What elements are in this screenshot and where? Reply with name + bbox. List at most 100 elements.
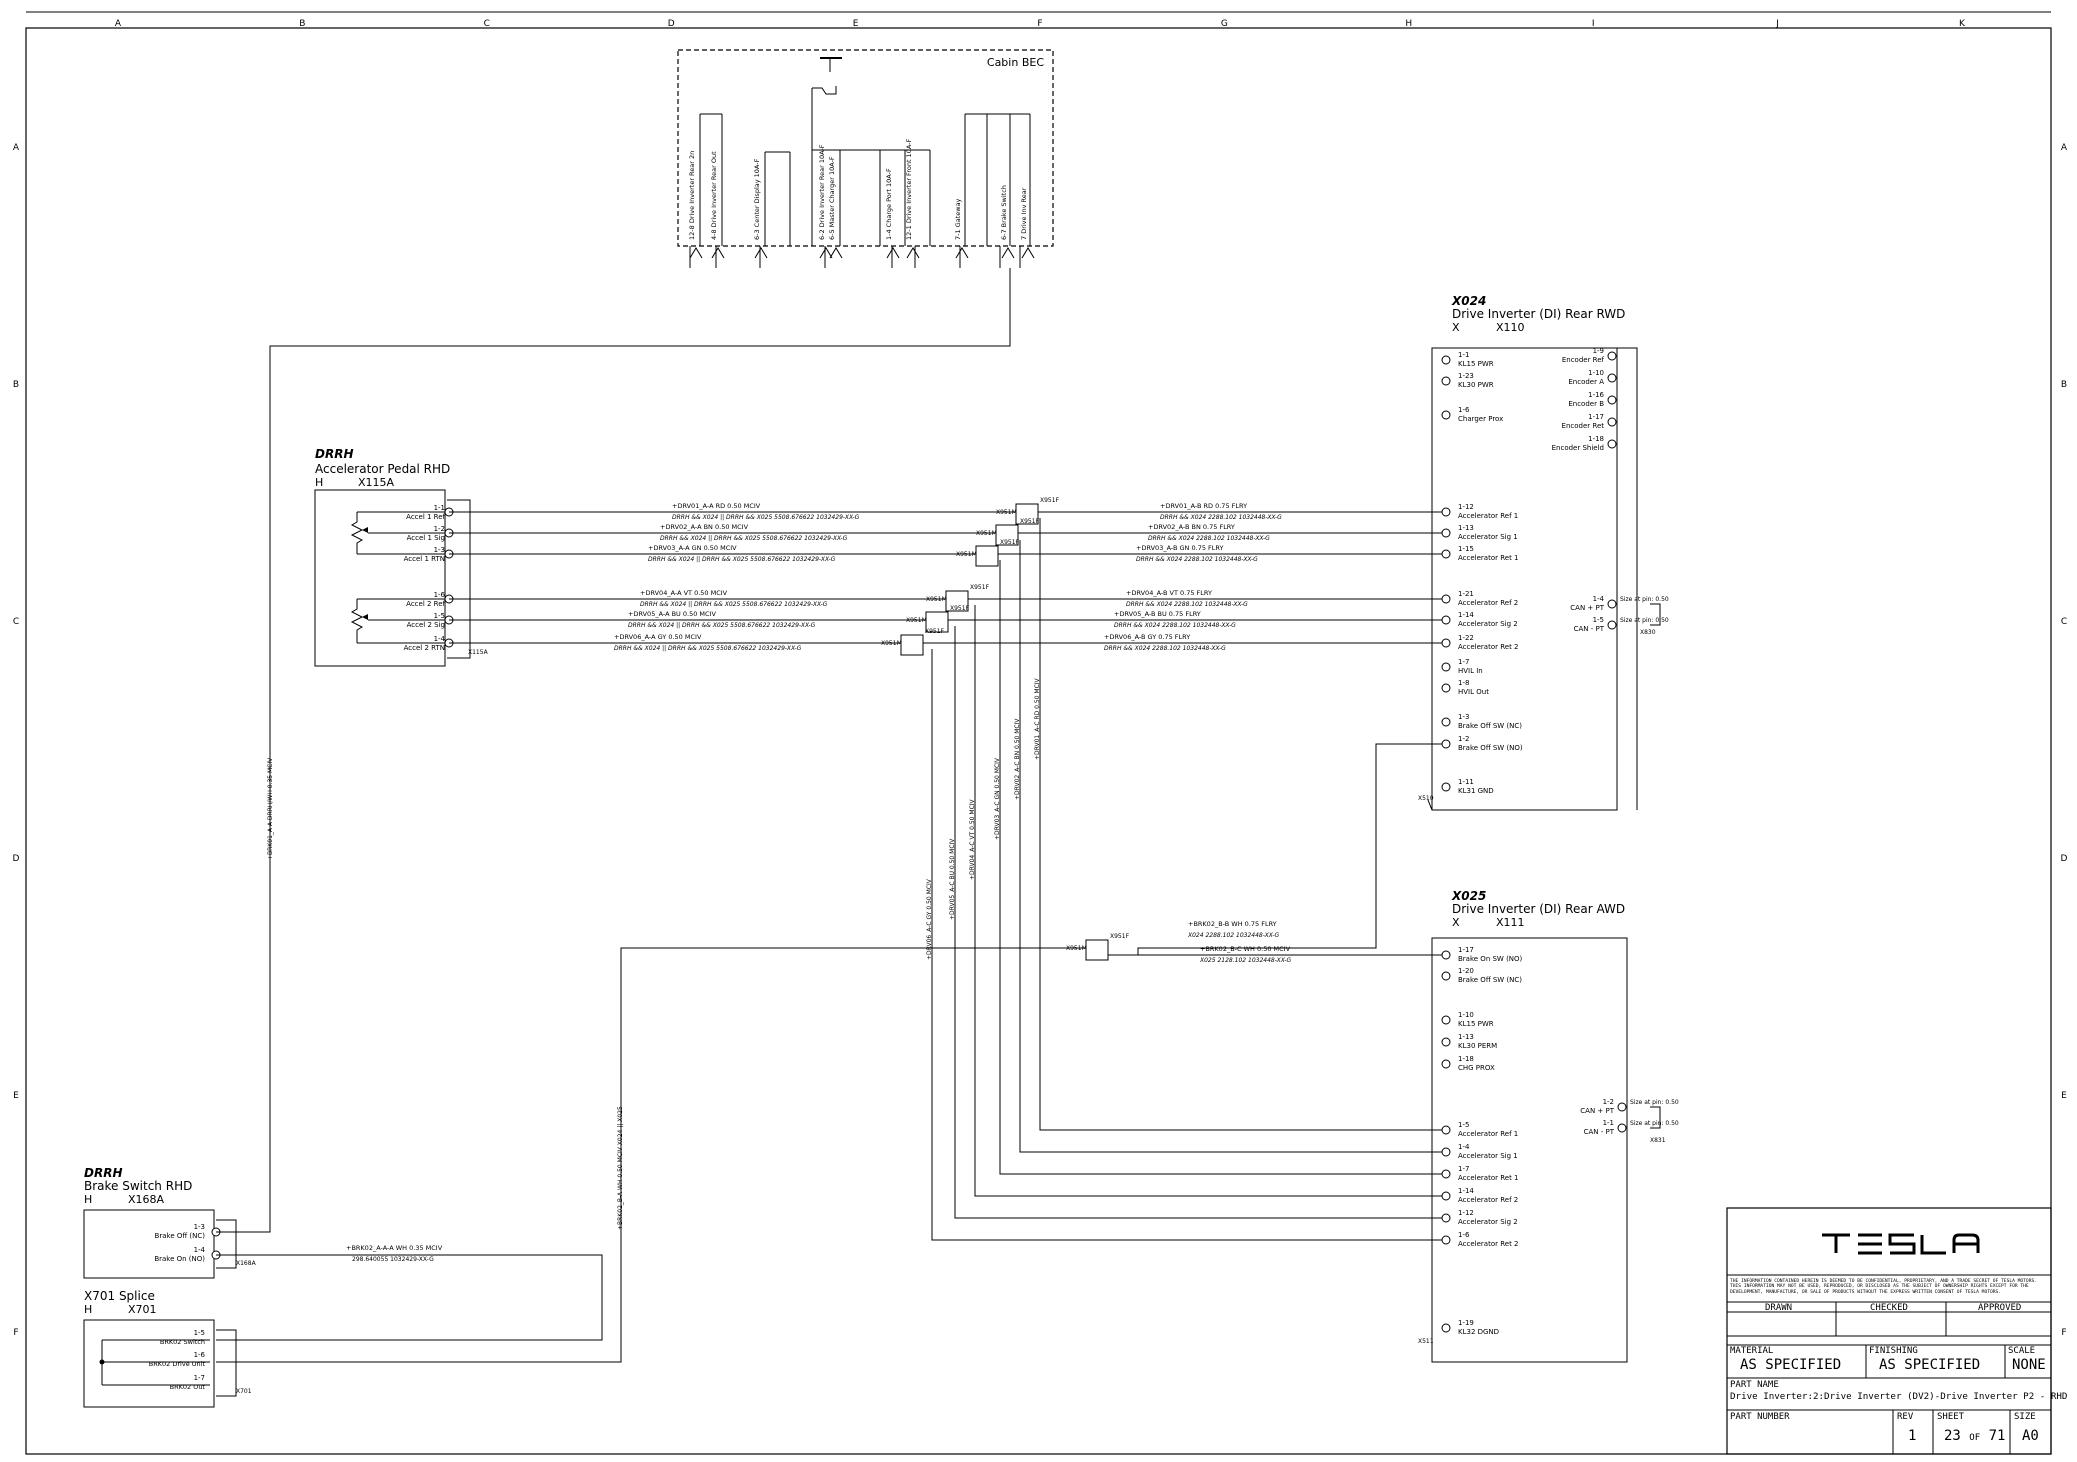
x024-can-note: Size at pin: 0.50 bbox=[1620, 596, 1669, 603]
splice-pin-label: BRK02 Drive Unit bbox=[149, 1360, 206, 1368]
vwire-brk01: +BRK01_A-A DRRH/WH 0.35 MCIV bbox=[267, 757, 274, 860]
x024-pin-label: KL31 GND bbox=[1458, 787, 1494, 795]
inline-connector bbox=[975, 545, 999, 567]
inline-connectors: X951FX951MX951FX951MX951FX951MX951FX951M… bbox=[881, 497, 1130, 961]
x024-can-note: Size at pin: 0.50 bbox=[1620, 617, 1669, 624]
brake-pin-label: Brake Off (NC) bbox=[155, 1232, 206, 1240]
x025-pin-number: 1-20 bbox=[1458, 967, 1474, 975]
x024-can-number: 1-5 bbox=[1593, 616, 1604, 624]
vertical-wire-labels: +BRK01_A-A DRRH/WH 0.35 MCIV +BRK02_B-A … bbox=[267, 757, 624, 1230]
x025-name: Drive Inverter (DI) Rear AWD bbox=[1452, 902, 1625, 916]
wires bbox=[216, 246, 1661, 1363]
brake-code-h: H bbox=[84, 1193, 92, 1206]
wire-left-id: +DRV02_A-A BN 0.50 MCIV bbox=[660, 523, 749, 531]
x024-can-label: CAN - PT bbox=[1574, 625, 1605, 633]
wire-left-spec: DRRH && X024 || DRRH && X025 5508.676622… bbox=[660, 535, 848, 542]
wire-brk-aa: +BRK02_A-A-A WH 0.35 MCIV bbox=[346, 1244, 443, 1252]
row-label: C bbox=[13, 617, 19, 627]
x024-code: X110 bbox=[1496, 321, 1525, 334]
tb-scale: NONE bbox=[2012, 1357, 2046, 1373]
x025-pin-number: 1-18 bbox=[1458, 1055, 1474, 1063]
wire-right-id: +DRV06_A-B GY 0.75 FLRY bbox=[1104, 633, 1190, 641]
x024-pin-label: Accelerator Ret 2 bbox=[1458, 643, 1519, 651]
x025-pin-number: 1-4 bbox=[1458, 1143, 1470, 1151]
connector-label-m: X951M bbox=[906, 617, 927, 624]
row-label: C bbox=[2061, 617, 2067, 627]
wire-brk-aa-spec: 298.640055 1032429-XX-G bbox=[352, 1256, 434, 1263]
column-label: K bbox=[1959, 19, 1966, 29]
x024-pin-label: Accelerator Sig 1 bbox=[1458, 533, 1518, 541]
pin-terminal bbox=[1607, 373, 1617, 383]
accel-pin-number: 1-3 bbox=[434, 546, 445, 554]
accel-pin-label: Accel 1 RTN bbox=[404, 555, 445, 563]
connector-label-f: X951F bbox=[970, 584, 990, 591]
x024-pin-label: Accelerator Sig 2 bbox=[1458, 620, 1518, 628]
row-label: B bbox=[2061, 380, 2067, 390]
inline-connector bbox=[1015, 503, 1039, 525]
pin-terminal bbox=[1617, 1123, 1627, 1133]
x024-pin-number: 1-12 bbox=[1458, 503, 1474, 511]
row-label: A bbox=[13, 143, 20, 153]
column-label: B bbox=[299, 19, 305, 29]
inline-connector bbox=[925, 611, 949, 633]
pin-terminal bbox=[1441, 615, 1451, 625]
x024-pin-label: Encoder Ref bbox=[1562, 356, 1605, 364]
pin-terminal bbox=[1441, 507, 1451, 517]
x024-pin-label: Brake Off SW (NO) bbox=[1458, 744, 1523, 752]
x024-pin-label: Charger Prox bbox=[1458, 415, 1503, 423]
pin-terminal bbox=[1617, 1102, 1627, 1112]
pin-terminal bbox=[1441, 1235, 1451, 1245]
connector-label-f: X951F bbox=[1020, 518, 1040, 525]
pin-terminal bbox=[1441, 950, 1451, 960]
x025-pin-label: Accelerator Sig 2 bbox=[1458, 1218, 1518, 1226]
wire-branch-label: +DRV02_A-C BN 0.50 MCIV bbox=[1014, 718, 1021, 800]
x024-gnd-ref: X510 bbox=[1418, 795, 1434, 802]
brake-tag: DRRH bbox=[84, 1166, 122, 1180]
x024-pin-label: Accelerator Ret 1 bbox=[1458, 554, 1519, 562]
pin-terminal bbox=[1607, 417, 1617, 427]
x024-pin-label: KL15 PWR bbox=[1458, 360, 1494, 368]
column-label: J bbox=[1775, 19, 1779, 29]
tb-sheet-total: 71 bbox=[1988, 1428, 2006, 1444]
tesla-logo bbox=[1822, 1233, 1980, 1255]
splice-pin-number: 1-5 bbox=[194, 1329, 205, 1337]
tb-part-number-label: PART NUMBER bbox=[1730, 1412, 1790, 1422]
x025-pin-label: Accelerator Ref 2 bbox=[1458, 1196, 1518, 1204]
x024-pin-number: 1-14 bbox=[1458, 611, 1474, 619]
accel-pin-number: 1-4 bbox=[434, 635, 446, 643]
tb-part-name: Drive Inverter:2:Drive Inverter (DV2)-Dr… bbox=[1730, 1391, 2068, 1402]
splice-pin-label: BRK02 Out bbox=[170, 1383, 206, 1391]
accel-pin-label: Accel 2 RTN bbox=[404, 644, 445, 652]
pin-terminal bbox=[1607, 599, 1617, 609]
x025-can-note: Size at pin: 0.50 bbox=[1630, 1120, 1679, 1127]
fuse-arrow bbox=[711, 247, 725, 259]
x024-can-label: CAN + PT bbox=[1570, 604, 1604, 612]
pin-terminal bbox=[1607, 351, 1617, 361]
column-label: F bbox=[1037, 19, 1042, 29]
connector-label-m: X951M bbox=[926, 596, 947, 603]
sheet-border bbox=[25, 27, 2052, 1455]
tb-approved-label: APPROVED bbox=[1978, 1303, 2022, 1313]
wire-right-id: +DRV01_A-B RD 0.75 FLRY bbox=[1160, 502, 1247, 510]
tb-sheet-num: 23 bbox=[1944, 1428, 1961, 1444]
pin-terminal bbox=[1441, 594, 1451, 604]
pin-terminal bbox=[1607, 439, 1617, 449]
x025-gnd-ref: X511 bbox=[1418, 1338, 1434, 1345]
wire-right-spec: DRRH && X024 2288.102 1032448-XX-G bbox=[1160, 514, 1282, 521]
x025-pin-number: 1-5 bbox=[1458, 1121, 1469, 1129]
x024-pin-label: Encoder Ret bbox=[1562, 422, 1605, 430]
x025-can-number: 1-2 bbox=[1603, 1098, 1614, 1106]
row-label: F bbox=[2061, 1328, 2066, 1338]
wire-left-spec: DRRH && X024 || DRRH && X025 5508.676622… bbox=[648, 556, 836, 563]
tb-part-name-label: PART NAME bbox=[1730, 1380, 1779, 1390]
wire-left-id: +DRV05_A-A BU 0.50 MCIV bbox=[628, 610, 716, 618]
x024-pin-number: 1-2 bbox=[1458, 735, 1469, 743]
wire-left-id: +DRV06_A-A GY 0.50 MCIV bbox=[614, 633, 702, 641]
x025-pin-label: Accelerator Sig 1 bbox=[1458, 1152, 1518, 1160]
pin-terminal bbox=[1441, 1213, 1451, 1223]
inline-connector bbox=[900, 634, 924, 656]
wire-left-spec: DRRH && X024 || DRRH && X025 5508.676622… bbox=[640, 601, 828, 608]
